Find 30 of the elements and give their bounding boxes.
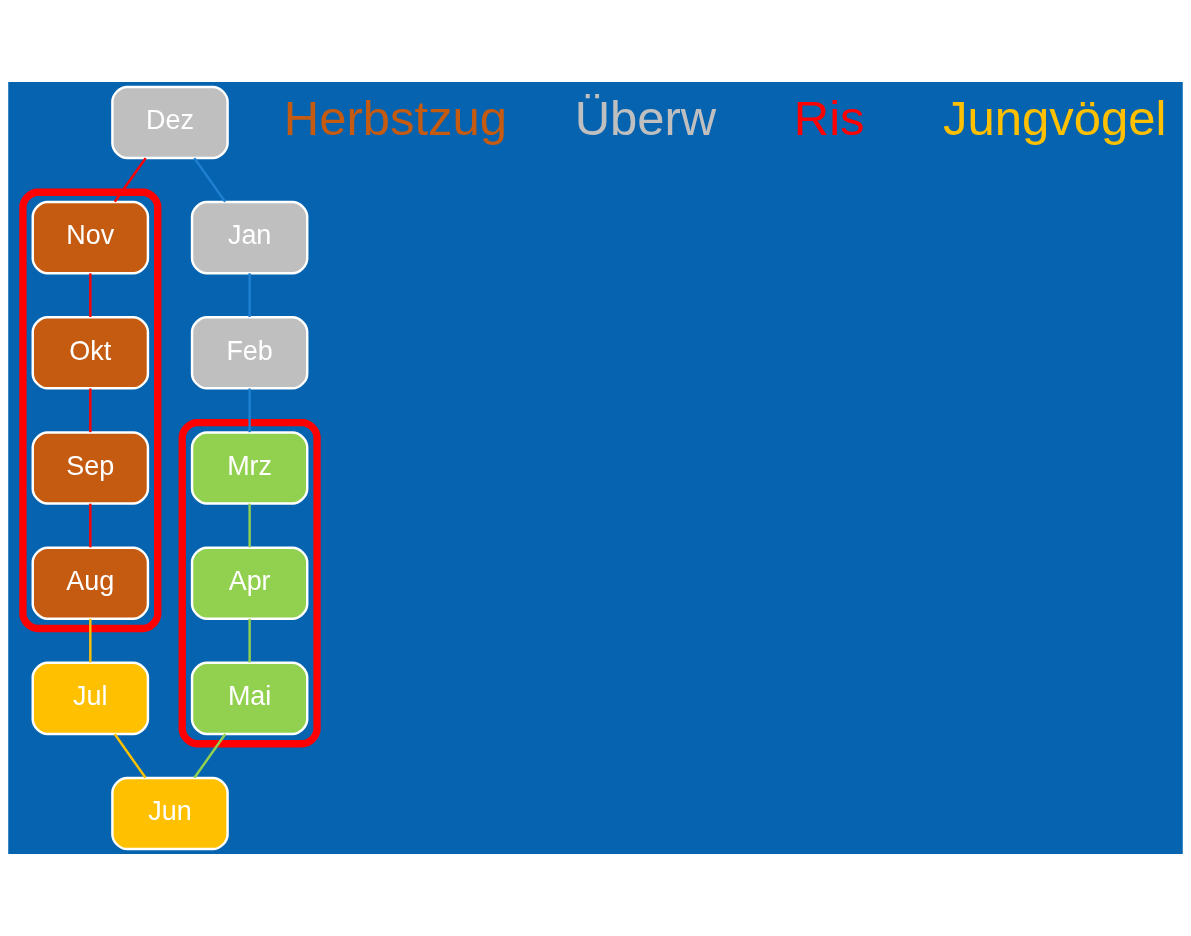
- connector: [89, 618, 92, 663]
- label: Herbstzug: [283, 90, 508, 145]
- cluster: [19, 188, 162, 633]
- node-box: Dez: [111, 85, 229, 160]
- label: Jungvögel: [943, 90, 1167, 145]
- node-box: Nov: [31, 200, 150, 275]
- connector: [193, 733, 227, 779]
- connector: [89, 273, 92, 317]
- connector: [193, 157, 227, 203]
- label: Ris: [793, 90, 865, 145]
- node-box: Jan: [190, 200, 309, 275]
- node-box: Sep: [31, 431, 150, 505]
- connector: [248, 618, 251, 663]
- node-box: Apr: [190, 546, 309, 620]
- node-box: Feb: [190, 316, 309, 390]
- connector: [89, 503, 92, 548]
- node-box: Aug: [31, 546, 150, 620]
- cluster: [178, 419, 321, 748]
- node-box: Mai: [190, 661, 309, 736]
- node-box: Jul: [31, 661, 150, 736]
- connector: [89, 388, 92, 433]
- connector: [113, 157, 147, 203]
- node-box: Mrz: [190, 431, 309, 505]
- connector: [248, 503, 251, 548]
- label: Überw: [574, 90, 717, 145]
- node-box: Jun: [111, 776, 229, 851]
- connector: [113, 733, 147, 779]
- connector: [248, 273, 251, 317]
- connector: [248, 388, 251, 433]
- node-box: Okt: [31, 316, 150, 390]
